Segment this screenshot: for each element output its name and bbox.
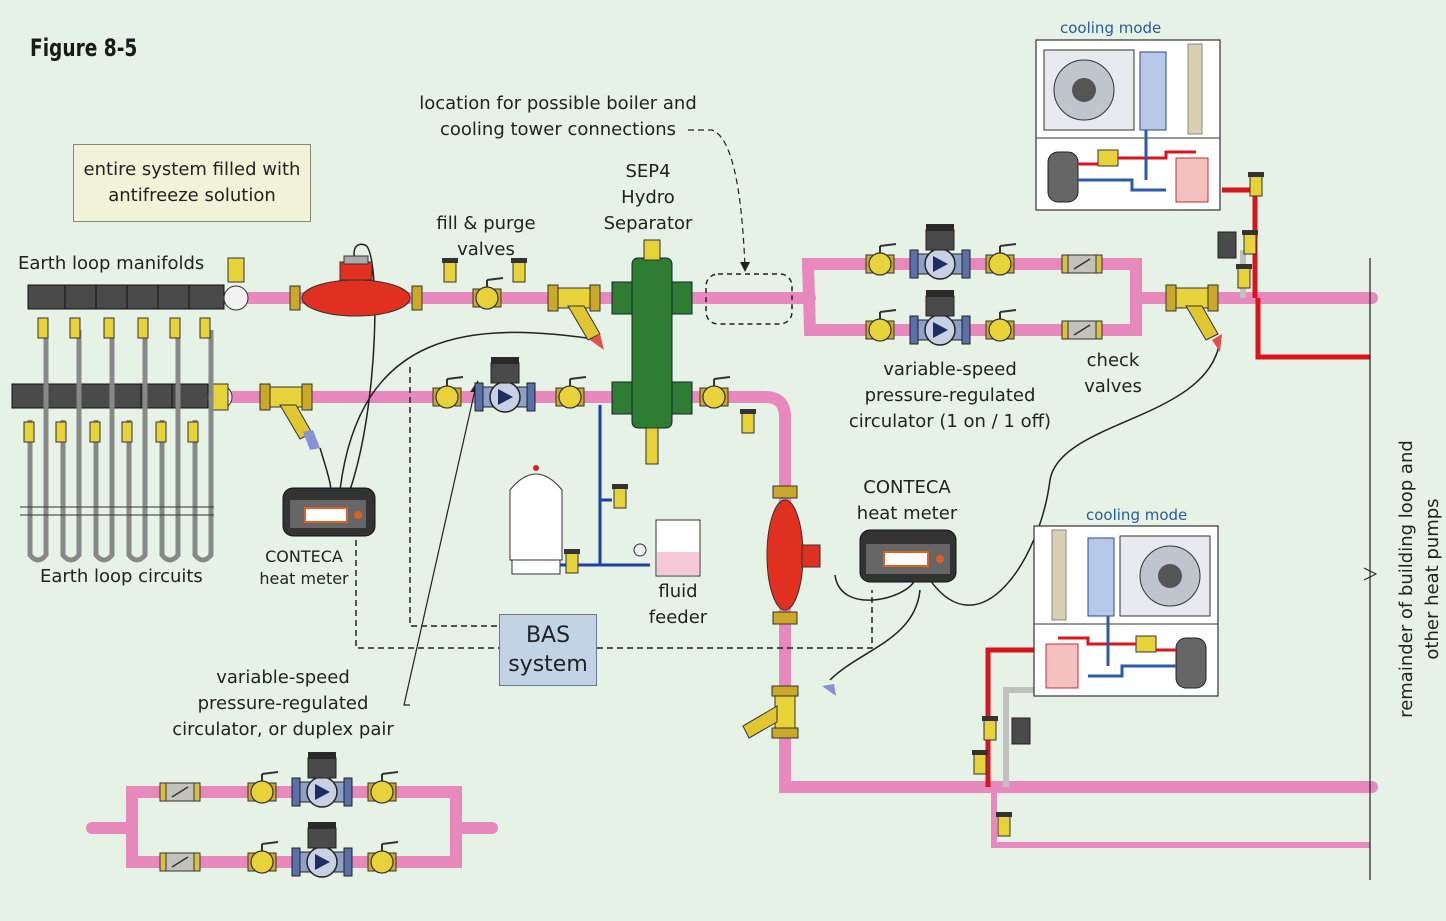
heat-meter-center: [859, 529, 957, 583]
flow-meter-top: [289, 255, 423, 317]
earth-loop-circuits-label: Earth loop circuits: [40, 566, 203, 587]
note-line-1: entire system filled with: [83, 159, 301, 180]
bas-system-box: BAS system: [499, 614, 597, 686]
sep4-hydro-separator: [611, 239, 693, 465]
cooling-mode-bottom-label: cooling mode: [1086, 506, 1188, 524]
fluid-feeder-label-2: feeder: [648, 607, 708, 628]
heat-meter-left-label-2: heat meter: [259, 569, 349, 588]
sep4-label-3: Separator: [603, 213, 693, 234]
bas-label-1: BAS: [525, 623, 571, 648]
heat-pump-top: [1034, 38, 1222, 212]
boiler-label-1: location for possible boiler and: [419, 93, 697, 114]
flow-meter-return: [766, 485, 821, 625]
heat-meter-center-label-2: heat meter: [856, 503, 958, 524]
fluid-feeder: [655, 519, 701, 577]
check-valves-label-2: valves: [1084, 376, 1142, 397]
circulator-label-2: pressure-regulated: [864, 385, 1036, 406]
check-valves-label-1: check: [1086, 350, 1140, 371]
fill-purge-label-2: valves: [457, 239, 515, 260]
circulator-label-1: variable-speed: [883, 359, 1017, 380]
earth-loop-manifold-top: [27, 257, 249, 311]
figure-title: Figure 8-5: [30, 34, 138, 62]
fluid-feeder-label-1: fluid: [658, 581, 698, 602]
expansion-tank: [509, 465, 563, 575]
duplex-label-1: variable-speed: [216, 667, 350, 688]
duplex-label-3: circulator, or duplex pair: [172, 719, 394, 740]
bas-label-2: system: [508, 652, 588, 677]
fill-purge-label-1: fill & purge: [436, 213, 536, 234]
duplex-label-2: pressure-regulated: [197, 693, 369, 714]
heat-meter-left: [282, 487, 376, 537]
remainder-label-2: other heat pumps: [1422, 498, 1443, 660]
note-line-2: antifreeze solution: [108, 185, 276, 206]
boiler-label-2: cooling tower connections: [439, 119, 677, 140]
sep4-label-1: SEP4: [625, 161, 671, 182]
remainder-label: remainder of building loop and other hea…: [1394, 419, 1446, 739]
heat-meter-center-label-1: CONTECA: [863, 477, 951, 498]
earth-loop-circuits: [27, 330, 214, 563]
sep4-label-2: Hydro: [621, 187, 675, 208]
cooling-mode-top-label: cooling mode: [1060, 19, 1162, 37]
remainder-label-1: remainder of building loop and: [1396, 440, 1417, 718]
heat-meter-left-label-1: CONTECA: [265, 547, 343, 566]
earth-loop-manifolds-label: Earth loop manifolds: [18, 253, 205, 274]
antifreeze-note: entire system filled with antifreeze sol…: [73, 144, 311, 222]
circulator-label-3: circulator (1 on / 1 off): [848, 411, 1052, 432]
heat-pump-bottom: [1032, 524, 1220, 698]
